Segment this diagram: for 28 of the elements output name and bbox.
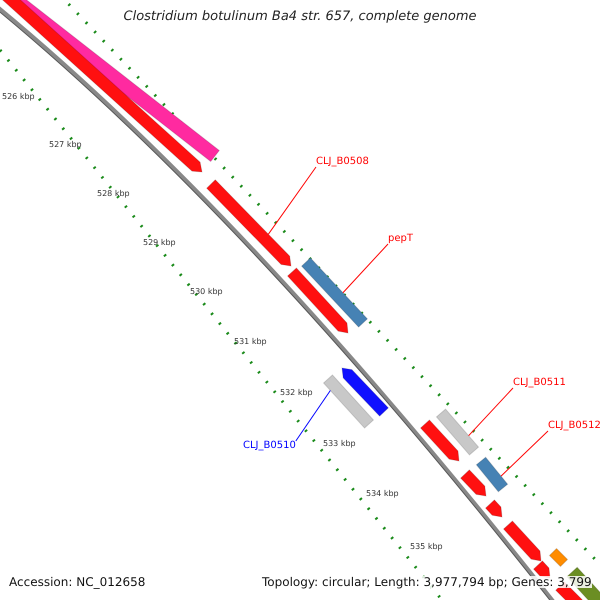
scale-label: 528 kbp — [97, 190, 130, 198]
leader-line — [295, 390, 331, 442]
gene-feature — [206, 179, 292, 267]
gene-bar — [436, 408, 480, 456]
scale-label: 532 kbp — [280, 389, 313, 397]
scale-label: 526 kbp — [2, 93, 35, 101]
gene-label: pepT — [388, 234, 413, 244]
scale-label: 535 kbp — [410, 543, 443, 551]
leader-line — [468, 388, 514, 436]
info-text: Accession: NC_012658 — [9, 576, 146, 588]
gene-label: CLJ_B0511 — [513, 378, 566, 388]
gene-bar — [476, 456, 508, 492]
leader-line — [500, 430, 548, 477]
leader-line — [268, 166, 316, 235]
scale-label: 534 kbp — [366, 490, 399, 498]
gene-label: CLJ_B0510 — [243, 441, 296, 451]
scale-label: 531 kbp — [234, 338, 267, 346]
scale-label: 527 kbp — [49, 141, 82, 149]
scale-label: 530 kbp — [190, 288, 223, 296]
scale-label: 533 kbp — [323, 440, 356, 448]
gene-bar — [300, 257, 368, 328]
title: Clostridium botulinum Ba4 str. 657, complete genome — [124, 10, 477, 23]
scale-label: 529 kbp — [143, 239, 176, 247]
info-text: Topology: circular; Length: 3,977,794 bp; Genes: 3,799 — [262, 576, 592, 588]
gene-label: CLJ_B0508 — [316, 157, 369, 167]
gene-bar — [322, 374, 374, 429]
gene-label: CLJ_B0512 — [548, 421, 600, 431]
leader-line — [342, 244, 388, 294]
